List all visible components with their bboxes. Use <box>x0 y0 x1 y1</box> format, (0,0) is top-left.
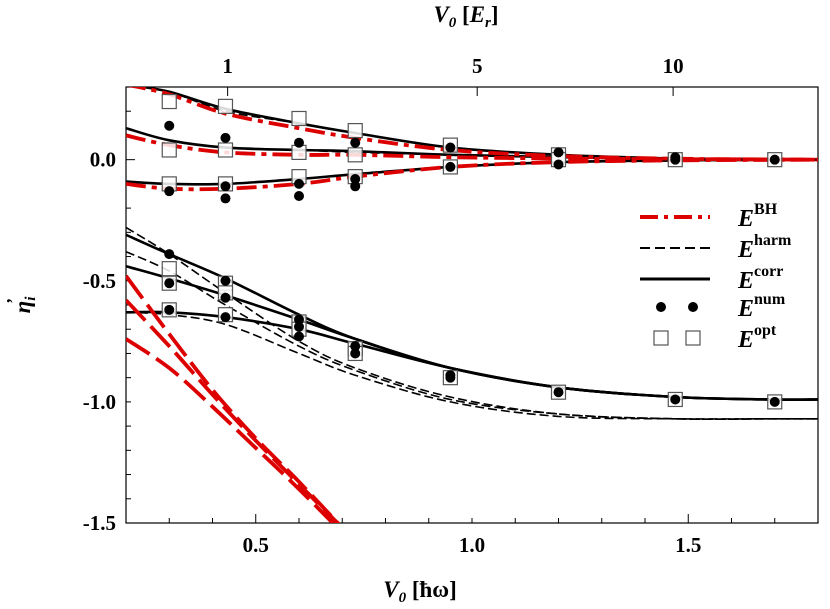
tick-labels: 0.5 1.0 1.5 0.0 -0.5 -1.0 -1.5 1 5 10 <box>83 54 702 557</box>
opt-point <box>217 98 234 114</box>
x-axis-title: V0 [ħω] <box>383 577 457 606</box>
num-point <box>350 341 361 352</box>
num-point <box>769 396 780 407</box>
num-point <box>164 304 175 315</box>
num-point <box>220 181 231 192</box>
num-point <box>445 142 456 153</box>
num-point <box>553 387 564 398</box>
y-axis-title: ηi’ <box>3 296 39 314</box>
num-point <box>553 159 564 170</box>
opt-point <box>161 93 177 110</box>
num-point <box>670 152 681 163</box>
y-tick-label: -1.0 <box>83 390 116 414</box>
top-tick-label: 1 <box>222 54 233 78</box>
opt-point <box>161 261 177 277</box>
legend-bh-label: EBH <box>737 201 778 232</box>
num-point <box>220 132 231 143</box>
num-point <box>294 137 304 148</box>
legend-opt-label: Eopt <box>737 322 777 353</box>
series-line-corr <box>126 310 818 401</box>
num-point <box>220 312 231 323</box>
legend-harm-label: Eharm <box>737 232 792 263</box>
x-tick-label: 1.5 <box>675 533 701 557</box>
legend-num-label: Enum <box>737 291 786 322</box>
series-lines <box>126 87 818 523</box>
series-line-harm <box>126 311 818 420</box>
legend-num-marker <box>656 302 666 312</box>
opt-point <box>347 147 363 163</box>
top-axis-title: V0 [Er] <box>433 2 498 31</box>
y-tick-label: -0.5 <box>83 269 116 293</box>
top-tick-label: 5 <box>472 54 483 78</box>
data-markers <box>161 93 783 410</box>
legend: EBH Eharm Ecorr Enum Eopt <box>640 201 792 353</box>
num-point <box>294 178 304 189</box>
num-point <box>294 331 304 342</box>
legend-opt-marker <box>653 330 669 346</box>
series-line-harm <box>126 158 818 186</box>
legend-opt-marker <box>685 330 701 346</box>
opt-point <box>217 142 234 158</box>
legend-num-marker <box>688 302 698 312</box>
num-point <box>220 292 231 303</box>
num-point <box>294 314 304 325</box>
num-point <box>350 181 361 192</box>
num-point <box>769 154 780 165</box>
opt-point <box>291 110 307 127</box>
num-point <box>164 120 175 131</box>
y-tick-label: 0.0 <box>90 148 116 172</box>
opt-point <box>347 122 363 139</box>
num-point <box>350 137 361 148</box>
num-point <box>350 348 361 359</box>
num-point <box>164 278 175 289</box>
series-line-harm <box>126 127 818 161</box>
num-point <box>294 191 304 201</box>
y-tick-label: -1.5 <box>83 511 116 535</box>
num-point <box>445 372 456 383</box>
num-point <box>670 394 681 405</box>
opt-point <box>161 142 177 158</box>
num-point <box>220 193 231 204</box>
series-line-bh <box>126 298 341 523</box>
axis-ticks <box>125 86 819 524</box>
num-point <box>553 147 564 158</box>
x-tick-label: 0.5 <box>243 533 269 557</box>
series-line-bh <box>126 157 818 192</box>
num-point <box>220 275 231 286</box>
num-point <box>445 161 456 172</box>
series-line-bh <box>126 337 336 523</box>
legend-corr-label: Ecorr <box>737 263 783 294</box>
num-point <box>350 174 361 185</box>
num-point <box>164 186 175 197</box>
x-tick-label: 1.0 <box>459 533 485 557</box>
series-line-harm <box>126 226 818 420</box>
num-point <box>164 249 175 260</box>
num-point <box>294 321 304 332</box>
top-tick-label: 10 <box>663 54 684 78</box>
